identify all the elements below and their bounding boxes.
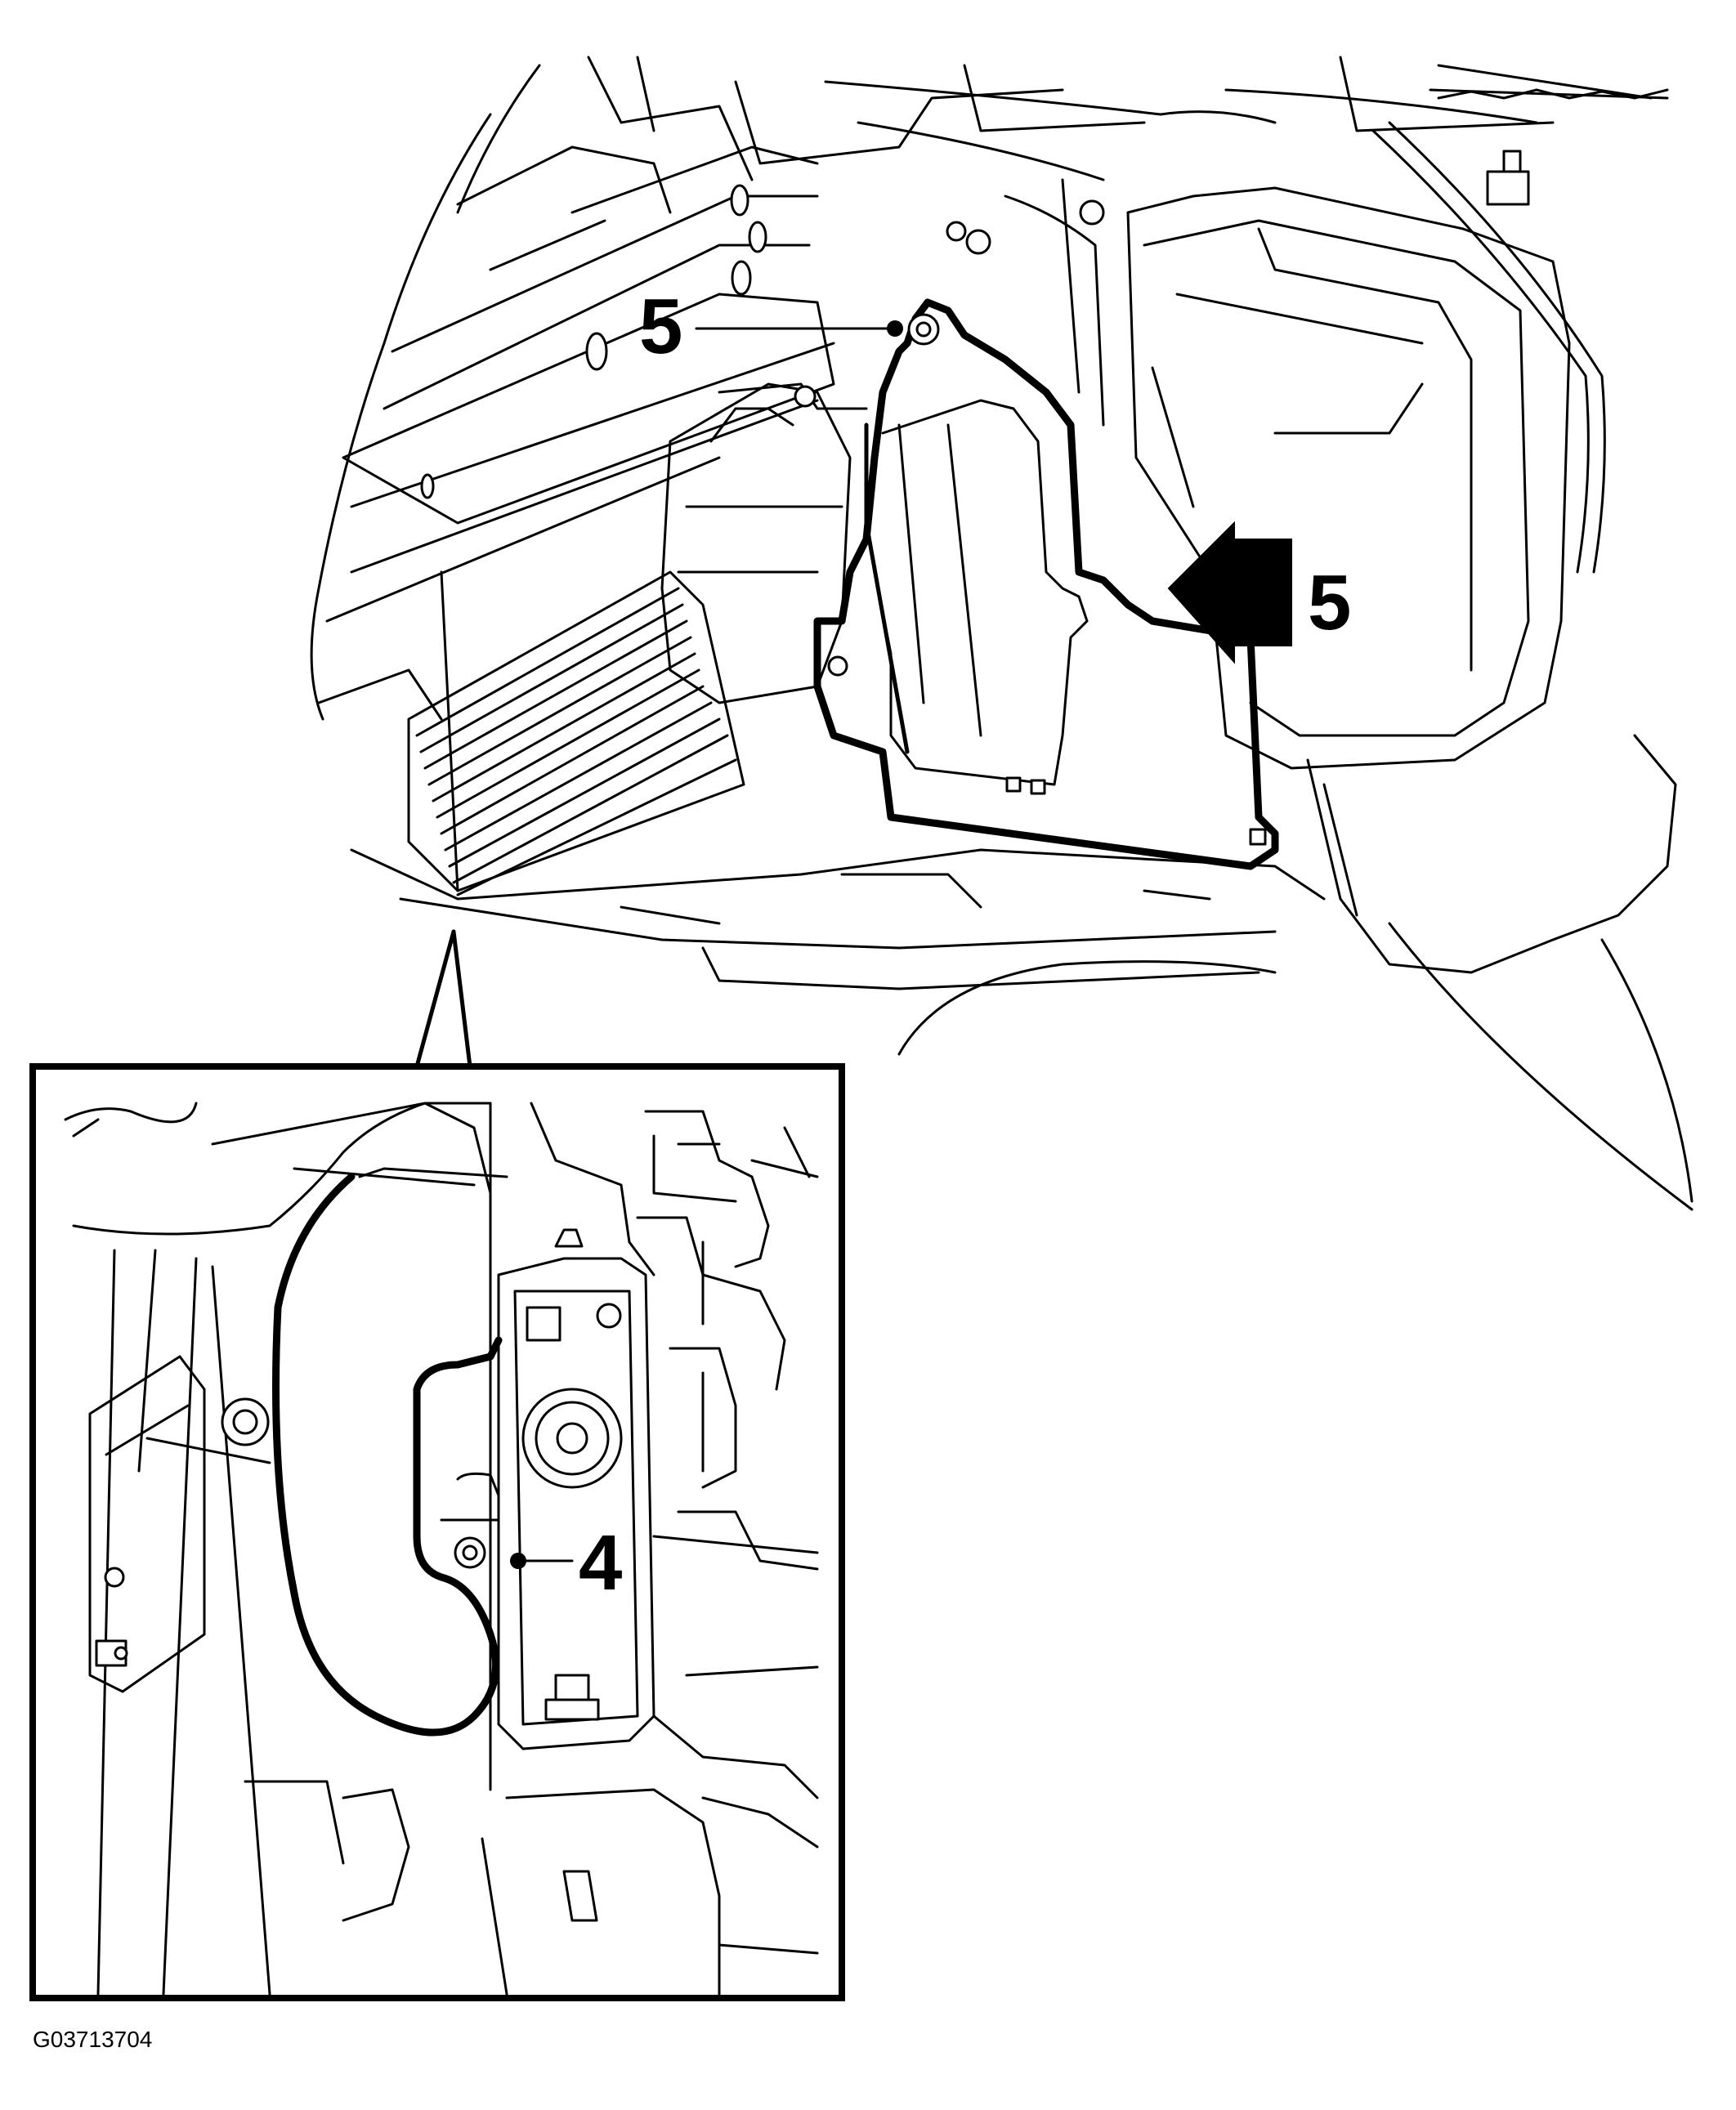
callout-5-top: 5 <box>639 283 682 370</box>
leader-dot-5 <box>887 320 903 337</box>
callout-4-inset: 4 <box>579 1519 622 1607</box>
callout-5-arrow: 5 <box>1308 559 1351 646</box>
radiator-core <box>407 570 745 896</box>
inset-frame <box>29 1063 845 2001</box>
reservoir-tank <box>1126 121 1677 974</box>
direction-arrow <box>1167 521 1292 664</box>
detail-inset: 4 <box>29 1063 845 2001</box>
main-view: 5 5 <box>310 56 1693 1211</box>
leader-dot-4 <box>510 1553 526 1569</box>
figure-code: G03713704 <box>33 2027 152 2052</box>
